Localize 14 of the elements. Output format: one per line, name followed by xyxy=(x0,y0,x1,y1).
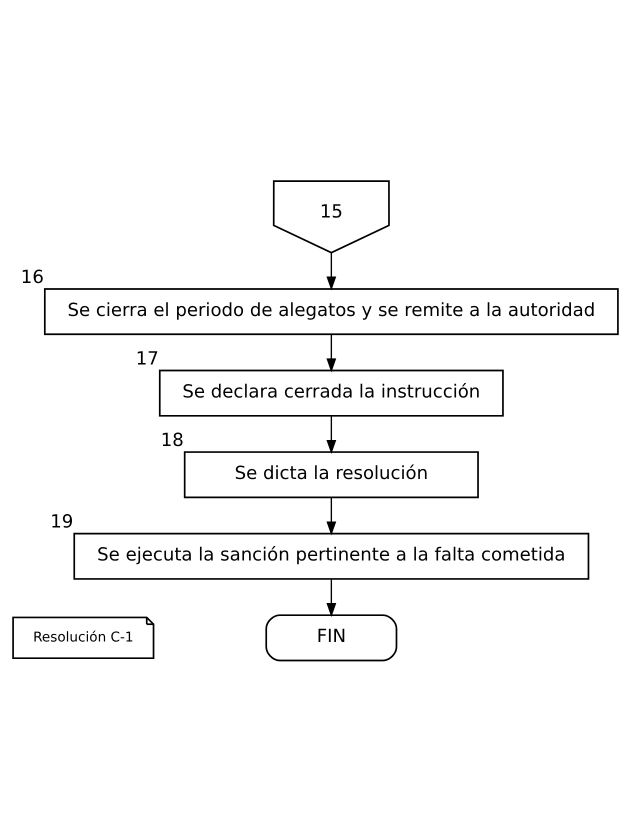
arrow xyxy=(326,497,336,536)
node-box: Se declara cerrada la instrucción xyxy=(158,369,504,416)
node-box: Se ejecuta la sanción pertinente a la falta cometida xyxy=(73,532,590,580)
arrow xyxy=(326,578,336,617)
node-box: FIN xyxy=(265,614,398,661)
node-box: Se cierra el periodo de alegatos y se remite a la autoridad xyxy=(44,288,619,335)
node-label: 17 xyxy=(136,348,159,370)
node-label: 16 xyxy=(20,266,44,288)
arrow xyxy=(326,252,336,290)
arrow xyxy=(326,415,336,454)
node-label: 19 xyxy=(50,511,74,532)
node-box: Se dicta la resolución xyxy=(184,450,479,498)
arrow xyxy=(326,334,336,372)
node-label: 18 xyxy=(160,430,184,451)
